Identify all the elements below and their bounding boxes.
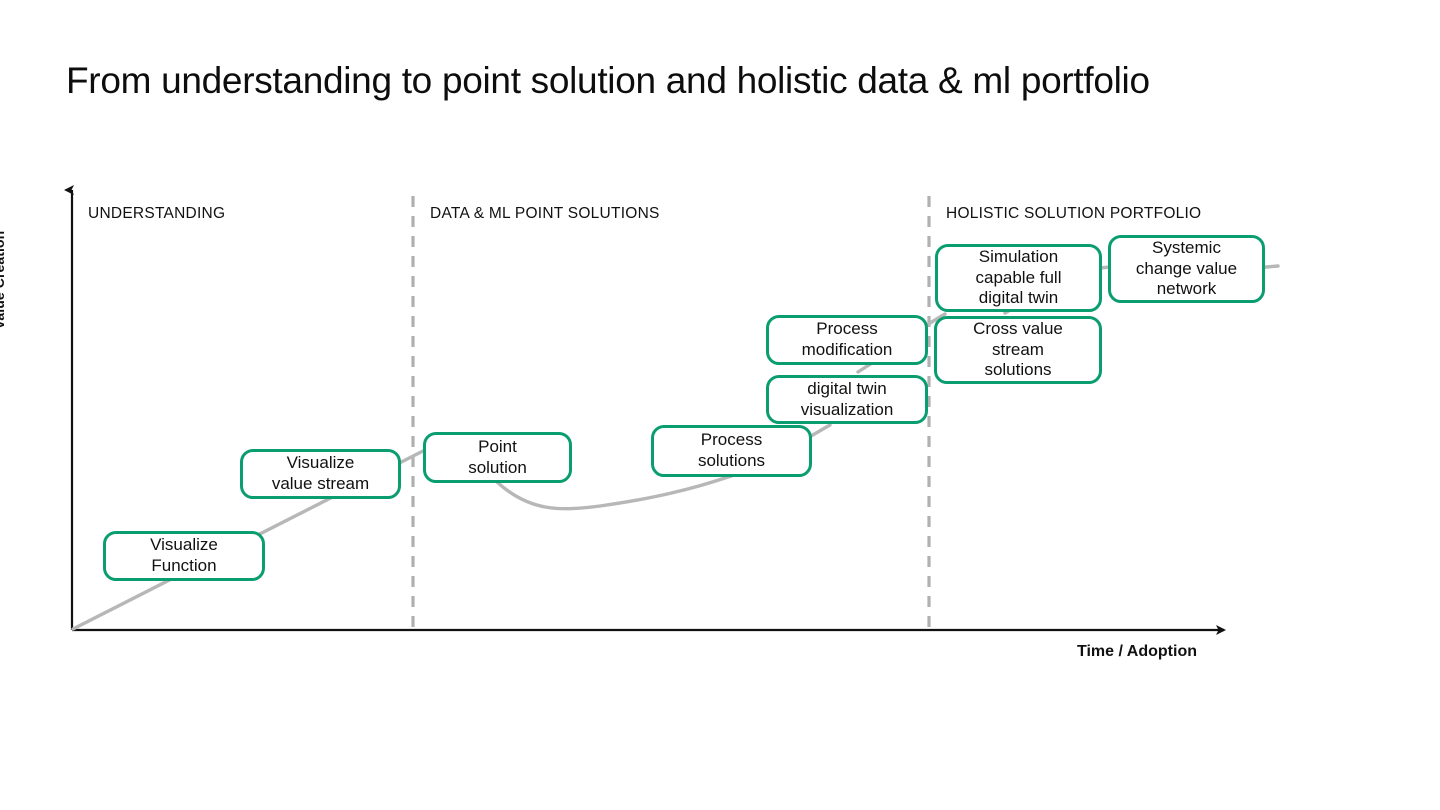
node-simulation-capable-full-digital-twin[interactable]: Simulation capable full digital twin — [935, 244, 1102, 312]
node-line-2: modification — [801, 340, 893, 359]
node-label: Simulation capable full digital twin — [975, 247, 1061, 309]
y-axis-label: Value Creation — [0, 230, 7, 330]
node-line-3: network — [1156, 279, 1217, 299]
node-cross-value-stream-solutions[interactable]: Cross value stream solutions — [934, 316, 1102, 384]
node-visualize-value-stream[interactable]: Visualize value stream — [240, 449, 401, 499]
node-line-2: capable full — [975, 267, 1062, 287]
node-point-solution[interactable]: Point solution — [423, 432, 572, 483]
node-line-2: visualization — [800, 399, 894, 419]
node-line-2: solution — [468, 457, 527, 477]
node-line-2: stream — [992, 339, 1044, 359]
node-process-solutions[interactable]: Process solutions — [651, 425, 812, 477]
node-line-1: Simulation — [978, 246, 1059, 266]
node-line-1: Visualize — [150, 535, 218, 555]
node-line-2: change value — [1135, 258, 1238, 278]
node-label: Visualize value stream — [272, 453, 369, 494]
node-line-1: Cross value — [973, 318, 1063, 338]
node-line-1: Point — [478, 436, 517, 456]
node-line-3: digital twin — [978, 288, 1059, 308]
node-label: Point solution — [468, 437, 527, 478]
node-line-1: digital twin — [807, 378, 887, 398]
node-line-2: value stream — [271, 474, 370, 493]
node-label: digital twin visualization — [801, 379, 894, 420]
node-line-1: Process — [700, 430, 763, 450]
node-line-1: Process — [816, 319, 878, 339]
node-digital-twin-visualization[interactable]: digital twin visualization — [766, 375, 928, 424]
node-line-2: Function — [151, 556, 217, 575]
stage-label-understanding: UNDERSTANDING — [88, 205, 226, 222]
node-line-1: Systemic — [1152, 237, 1221, 257]
x-axis-label: Time / Adoption — [1077, 643, 1197, 660]
node-label: Process solutions — [698, 430, 765, 471]
node-label: Systemic change value network — [1136, 238, 1237, 300]
stage-label-point-solutions: DATA & ML POINT SOLUTIONS — [430, 205, 660, 222]
page-title: From understanding to point solution and… — [66, 60, 1150, 101]
node-line-1: Visualize — [286, 453, 355, 473]
node-line-3: solutions — [984, 360, 1052, 380]
node-systemic-change-value-network[interactable]: Systemic change value network — [1108, 235, 1265, 303]
stage-label-holistic-portfolio: HOLISTIC SOLUTION PORTFOLIO — [946, 205, 1202, 222]
node-label: Process modification — [802, 319, 893, 360]
node-process-modification[interactable]: Process modification — [766, 315, 928, 365]
node-label: Visualize Function — [150, 535, 218, 576]
node-line-2: solutions — [697, 451, 766, 470]
node-label: Cross value stream solutions — [973, 319, 1063, 381]
node-visualize-function[interactable]: Visualize Function — [103, 531, 265, 581]
